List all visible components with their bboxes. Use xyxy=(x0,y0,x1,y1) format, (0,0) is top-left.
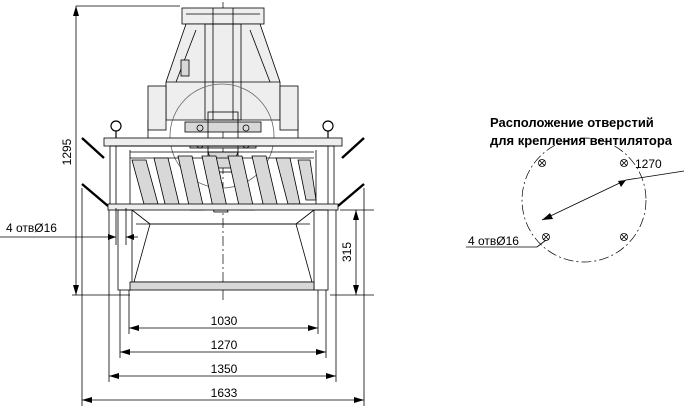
dimension-width-1350: 1350 xyxy=(108,210,337,382)
motor-housing xyxy=(147,23,299,138)
dimension-height-315: 315 xyxy=(330,209,374,296)
diameter-1270-dimension: 1270 xyxy=(541,157,685,221)
top-plate xyxy=(103,137,343,147)
lifting-eye-right xyxy=(322,120,334,138)
dimension-height-1295: 1295 xyxy=(60,5,180,296)
dim-1295-label: 1295 xyxy=(60,138,74,165)
dim-1030-label: 1030 xyxy=(211,314,238,328)
diameter-label: 1270 xyxy=(635,157,662,171)
hole-bottom-left xyxy=(542,233,550,241)
dim-1270-label: 1270 xyxy=(211,338,238,352)
dimension-width-1030: 1030 xyxy=(128,290,319,334)
dim-holes-label: 4 отвØ16 xyxy=(6,221,57,235)
hole-bottom-right xyxy=(620,233,628,241)
dimension-width-1270: 1270 xyxy=(119,290,327,358)
hole-top-left xyxy=(538,159,546,167)
hole-layout-title-line2: для крепления вентилятора xyxy=(490,133,673,148)
impeller-housing xyxy=(109,145,335,213)
hole-top-right xyxy=(620,159,628,167)
impeller-blades xyxy=(131,155,317,213)
motor-top-cap xyxy=(181,7,265,25)
dimension-width-1633: 1633 xyxy=(81,188,365,406)
mounting-flange xyxy=(107,203,339,211)
holes-callout: 4 отвØ16 xyxy=(466,234,547,248)
lifting-eye-left xyxy=(110,120,122,138)
dim-1633-label: 1633 xyxy=(211,386,238,400)
hole-layout-title-line1: Расположение отверстий xyxy=(490,115,654,130)
hole-layout-view: Расположение отверстий для крепления вен… xyxy=(466,115,685,263)
dim-1350-label: 1350 xyxy=(211,362,238,376)
dim-315-label: 315 xyxy=(340,242,354,262)
dimension-holes-left: 4 отвØ16 xyxy=(0,208,138,245)
inlet-cone xyxy=(117,209,329,291)
mounting-circle xyxy=(521,137,647,263)
fan-front-view xyxy=(81,2,365,300)
holes-callout-label: 4 отвØ16 xyxy=(468,234,519,248)
